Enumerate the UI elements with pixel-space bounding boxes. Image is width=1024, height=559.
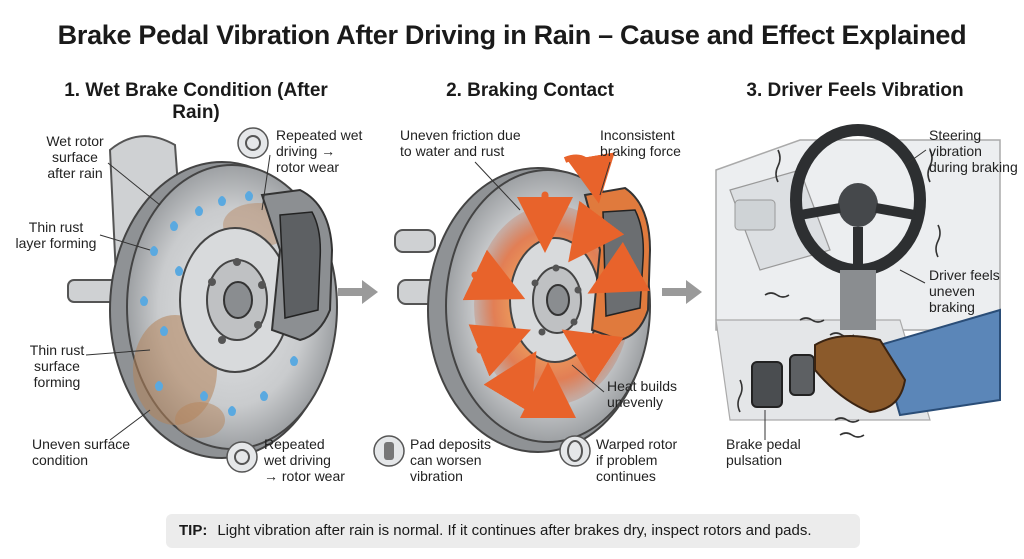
panel-3-heading: 3. Driver Feels Vibration xyxy=(746,80,964,101)
diagram-illustration xyxy=(67,124,1001,473)
brake-pedal xyxy=(751,361,783,408)
page-title: Brake Pedal Vibration After Driving in R… xyxy=(57,20,967,50)
tip-banner: TIP: Light vibration after rain is normal… xyxy=(166,514,860,548)
warped-rotor-icon xyxy=(559,435,591,467)
tip-text: Light vibration after rain is normal. If… xyxy=(217,522,812,539)
wet-brake-disc-illustration xyxy=(67,127,338,473)
panel-1-heading: 1. Wet Brake Condition (After Rain) xyxy=(64,80,328,123)
rotor-wear-icon-2 xyxy=(226,441,258,473)
braking-contact-illustration xyxy=(373,152,652,467)
flow-arrow-2 xyxy=(662,280,702,304)
rotor-wear-icon xyxy=(237,127,269,159)
flow-arrow-1 xyxy=(338,280,378,304)
driver-cabin-illustration xyxy=(715,124,1001,440)
panel-2-heading: 2. Braking Contact xyxy=(446,80,614,101)
driver-shoe xyxy=(814,335,907,414)
tip-label: TIP: xyxy=(179,522,208,539)
